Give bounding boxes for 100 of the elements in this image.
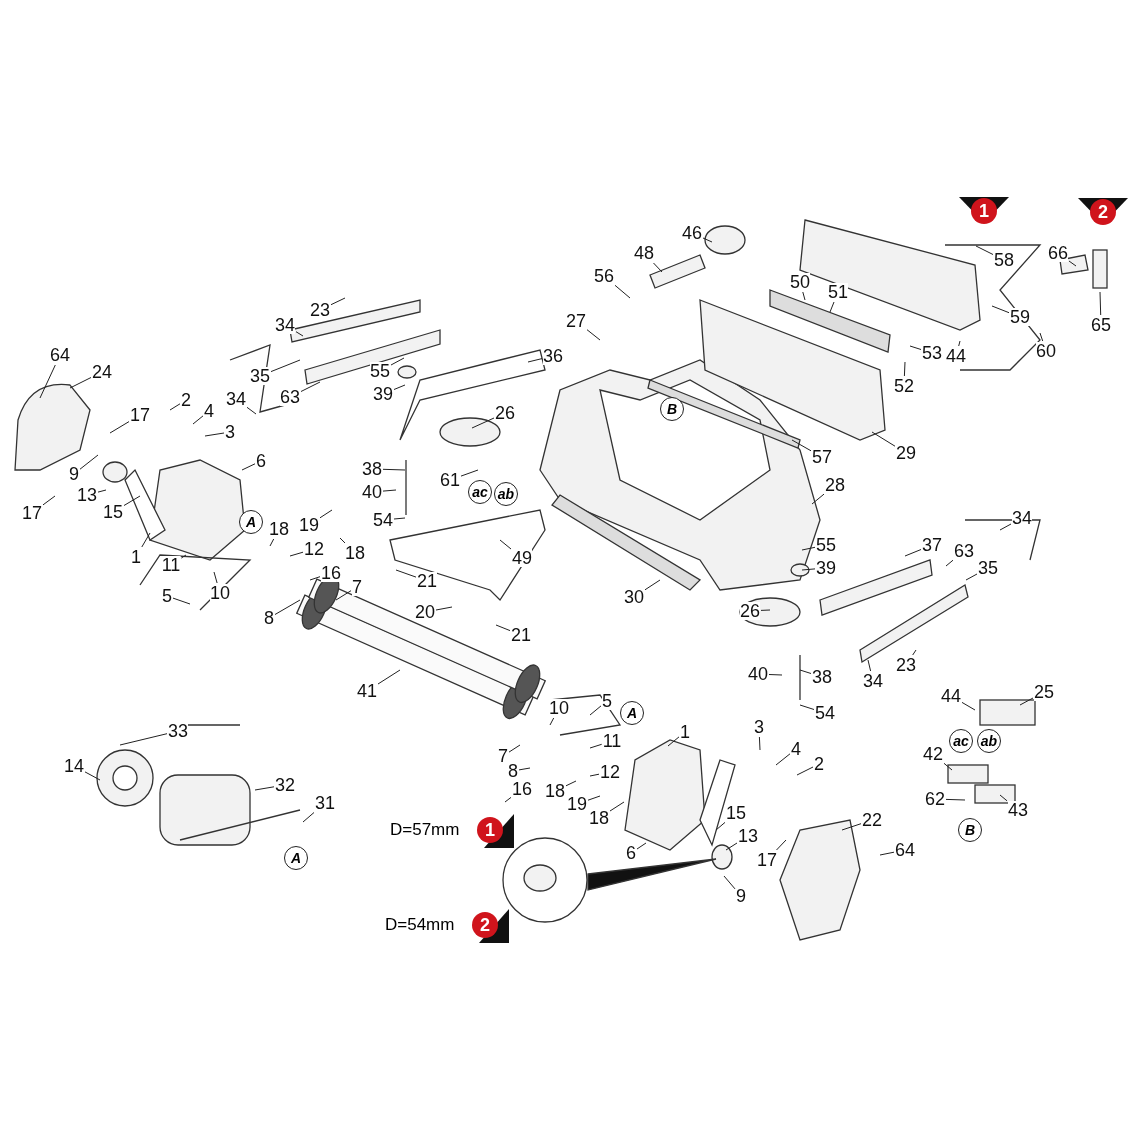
reference-letter-marker: A bbox=[620, 701, 644, 725]
callout-number: 34 bbox=[1012, 509, 1032, 527]
callout-number: 40 bbox=[748, 665, 768, 683]
reference-letter-marker: ab bbox=[977, 729, 1001, 753]
leader-line bbox=[289, 551, 304, 557]
variant-number-marker: 2 bbox=[472, 912, 498, 938]
leader-line bbox=[42, 495, 56, 506]
leader-line bbox=[791, 439, 812, 452]
callout-number: 62 bbox=[925, 790, 945, 808]
callout-number: 35 bbox=[250, 367, 270, 385]
reference-letter-marker: ac bbox=[949, 729, 973, 753]
callout-number: 31 bbox=[315, 794, 335, 812]
callout-number: 2 bbox=[181, 391, 191, 409]
callout-number: 23 bbox=[896, 656, 916, 674]
leader-line bbox=[802, 291, 806, 301]
leader-line bbox=[213, 571, 218, 584]
callout-number: 6 bbox=[256, 452, 266, 470]
leader-line bbox=[912, 649, 917, 656]
callout-number: 27 bbox=[566, 312, 586, 330]
leader-line bbox=[903, 361, 906, 377]
leader-line bbox=[246, 406, 257, 415]
leader-line bbox=[799, 704, 815, 710]
callout-number: 39 bbox=[373, 385, 393, 403]
callout-number: 65 bbox=[1091, 316, 1111, 334]
callout-number: 11 bbox=[161, 556, 181, 574]
callout-number: 4 bbox=[791, 740, 801, 758]
leader-line bbox=[172, 597, 191, 605]
callout-number: 63 bbox=[280, 388, 300, 406]
callout-number: 56 bbox=[594, 267, 614, 285]
leader-line bbox=[565, 780, 577, 787]
leader-line bbox=[123, 495, 141, 506]
leader-line bbox=[295, 331, 304, 337]
callout-number: 5 bbox=[602, 692, 612, 710]
leader-line bbox=[653, 262, 663, 273]
leader-line bbox=[393, 384, 406, 390]
callout-number: 26 bbox=[495, 404, 515, 422]
callout-number: 18 bbox=[545, 782, 565, 800]
callout-number: 11 bbox=[602, 732, 622, 750]
leader-line bbox=[204, 432, 225, 437]
leader-line bbox=[589, 773, 600, 777]
callout-number: 18 bbox=[269, 520, 289, 538]
leader-line bbox=[141, 532, 151, 548]
leader-line bbox=[758, 736, 761, 751]
callout-number: 10 bbox=[210, 584, 230, 602]
callout-number: 21 bbox=[417, 572, 437, 590]
leader-line bbox=[667, 736, 680, 747]
callout-number: 64 bbox=[50, 346, 70, 364]
callout-number: 12 bbox=[304, 540, 324, 558]
leader-line bbox=[614, 284, 631, 299]
callout-number: 52 bbox=[894, 377, 914, 395]
leader-line bbox=[589, 705, 602, 716]
callout-number: 13 bbox=[77, 486, 97, 504]
leader-line bbox=[904, 549, 922, 557]
callout-number: 23 bbox=[310, 301, 330, 319]
callout-number: 48 bbox=[634, 244, 654, 262]
reference-letter-marker: A bbox=[284, 846, 308, 870]
callout-number: 6 bbox=[626, 844, 636, 862]
leader-line bbox=[192, 415, 204, 425]
leader-line bbox=[241, 463, 256, 471]
callout-number: 55 bbox=[816, 536, 836, 554]
leader-line bbox=[965, 573, 978, 581]
leader-line bbox=[499, 539, 512, 550]
leader-line bbox=[69, 377, 92, 389]
leader-line bbox=[796, 766, 814, 776]
callout-number: 34 bbox=[275, 316, 295, 334]
leader-line bbox=[1019, 697, 1034, 706]
callout-number: 29 bbox=[896, 444, 916, 462]
callout-number: 34 bbox=[863, 672, 883, 690]
diameter-note: D=57mm bbox=[390, 820, 460, 840]
callout-number: 14 bbox=[64, 757, 84, 775]
callout-number: 16 bbox=[321, 564, 341, 582]
leader-line bbox=[999, 794, 1008, 802]
leader-line bbox=[270, 359, 301, 373]
leader-line bbox=[300, 381, 321, 392]
callout-number: 17 bbox=[22, 504, 42, 522]
callout-number: 3 bbox=[225, 423, 235, 441]
leader-line bbox=[97, 489, 107, 493]
variant-number-marker: 2 bbox=[1090, 199, 1116, 225]
leader-line bbox=[768, 674, 783, 676]
reference-letter-marker: A bbox=[239, 510, 263, 534]
leader-line bbox=[841, 823, 862, 831]
callout-number: 63 bbox=[954, 542, 974, 560]
callout-number: 46 bbox=[682, 224, 702, 242]
callout-number: 57 bbox=[812, 448, 832, 466]
leader-line bbox=[867, 659, 872, 672]
leader-line bbox=[1039, 332, 1044, 342]
callout-number: 7 bbox=[352, 578, 362, 596]
leader-line bbox=[776, 839, 787, 851]
callout-number: 59 bbox=[1010, 308, 1030, 326]
callout-number: 12 bbox=[600, 763, 620, 781]
callout-number: 17 bbox=[757, 851, 777, 869]
leader-line bbox=[377, 669, 401, 685]
leader-line bbox=[909, 345, 922, 350]
leader-line bbox=[715, 821, 726, 831]
callout-number: 51 bbox=[828, 283, 848, 301]
leader-line bbox=[119, 733, 168, 746]
leader-line bbox=[945, 559, 954, 567]
leader-line bbox=[109, 421, 130, 434]
callout-number: 20 bbox=[415, 603, 435, 621]
callout-number: 18 bbox=[589, 809, 609, 827]
